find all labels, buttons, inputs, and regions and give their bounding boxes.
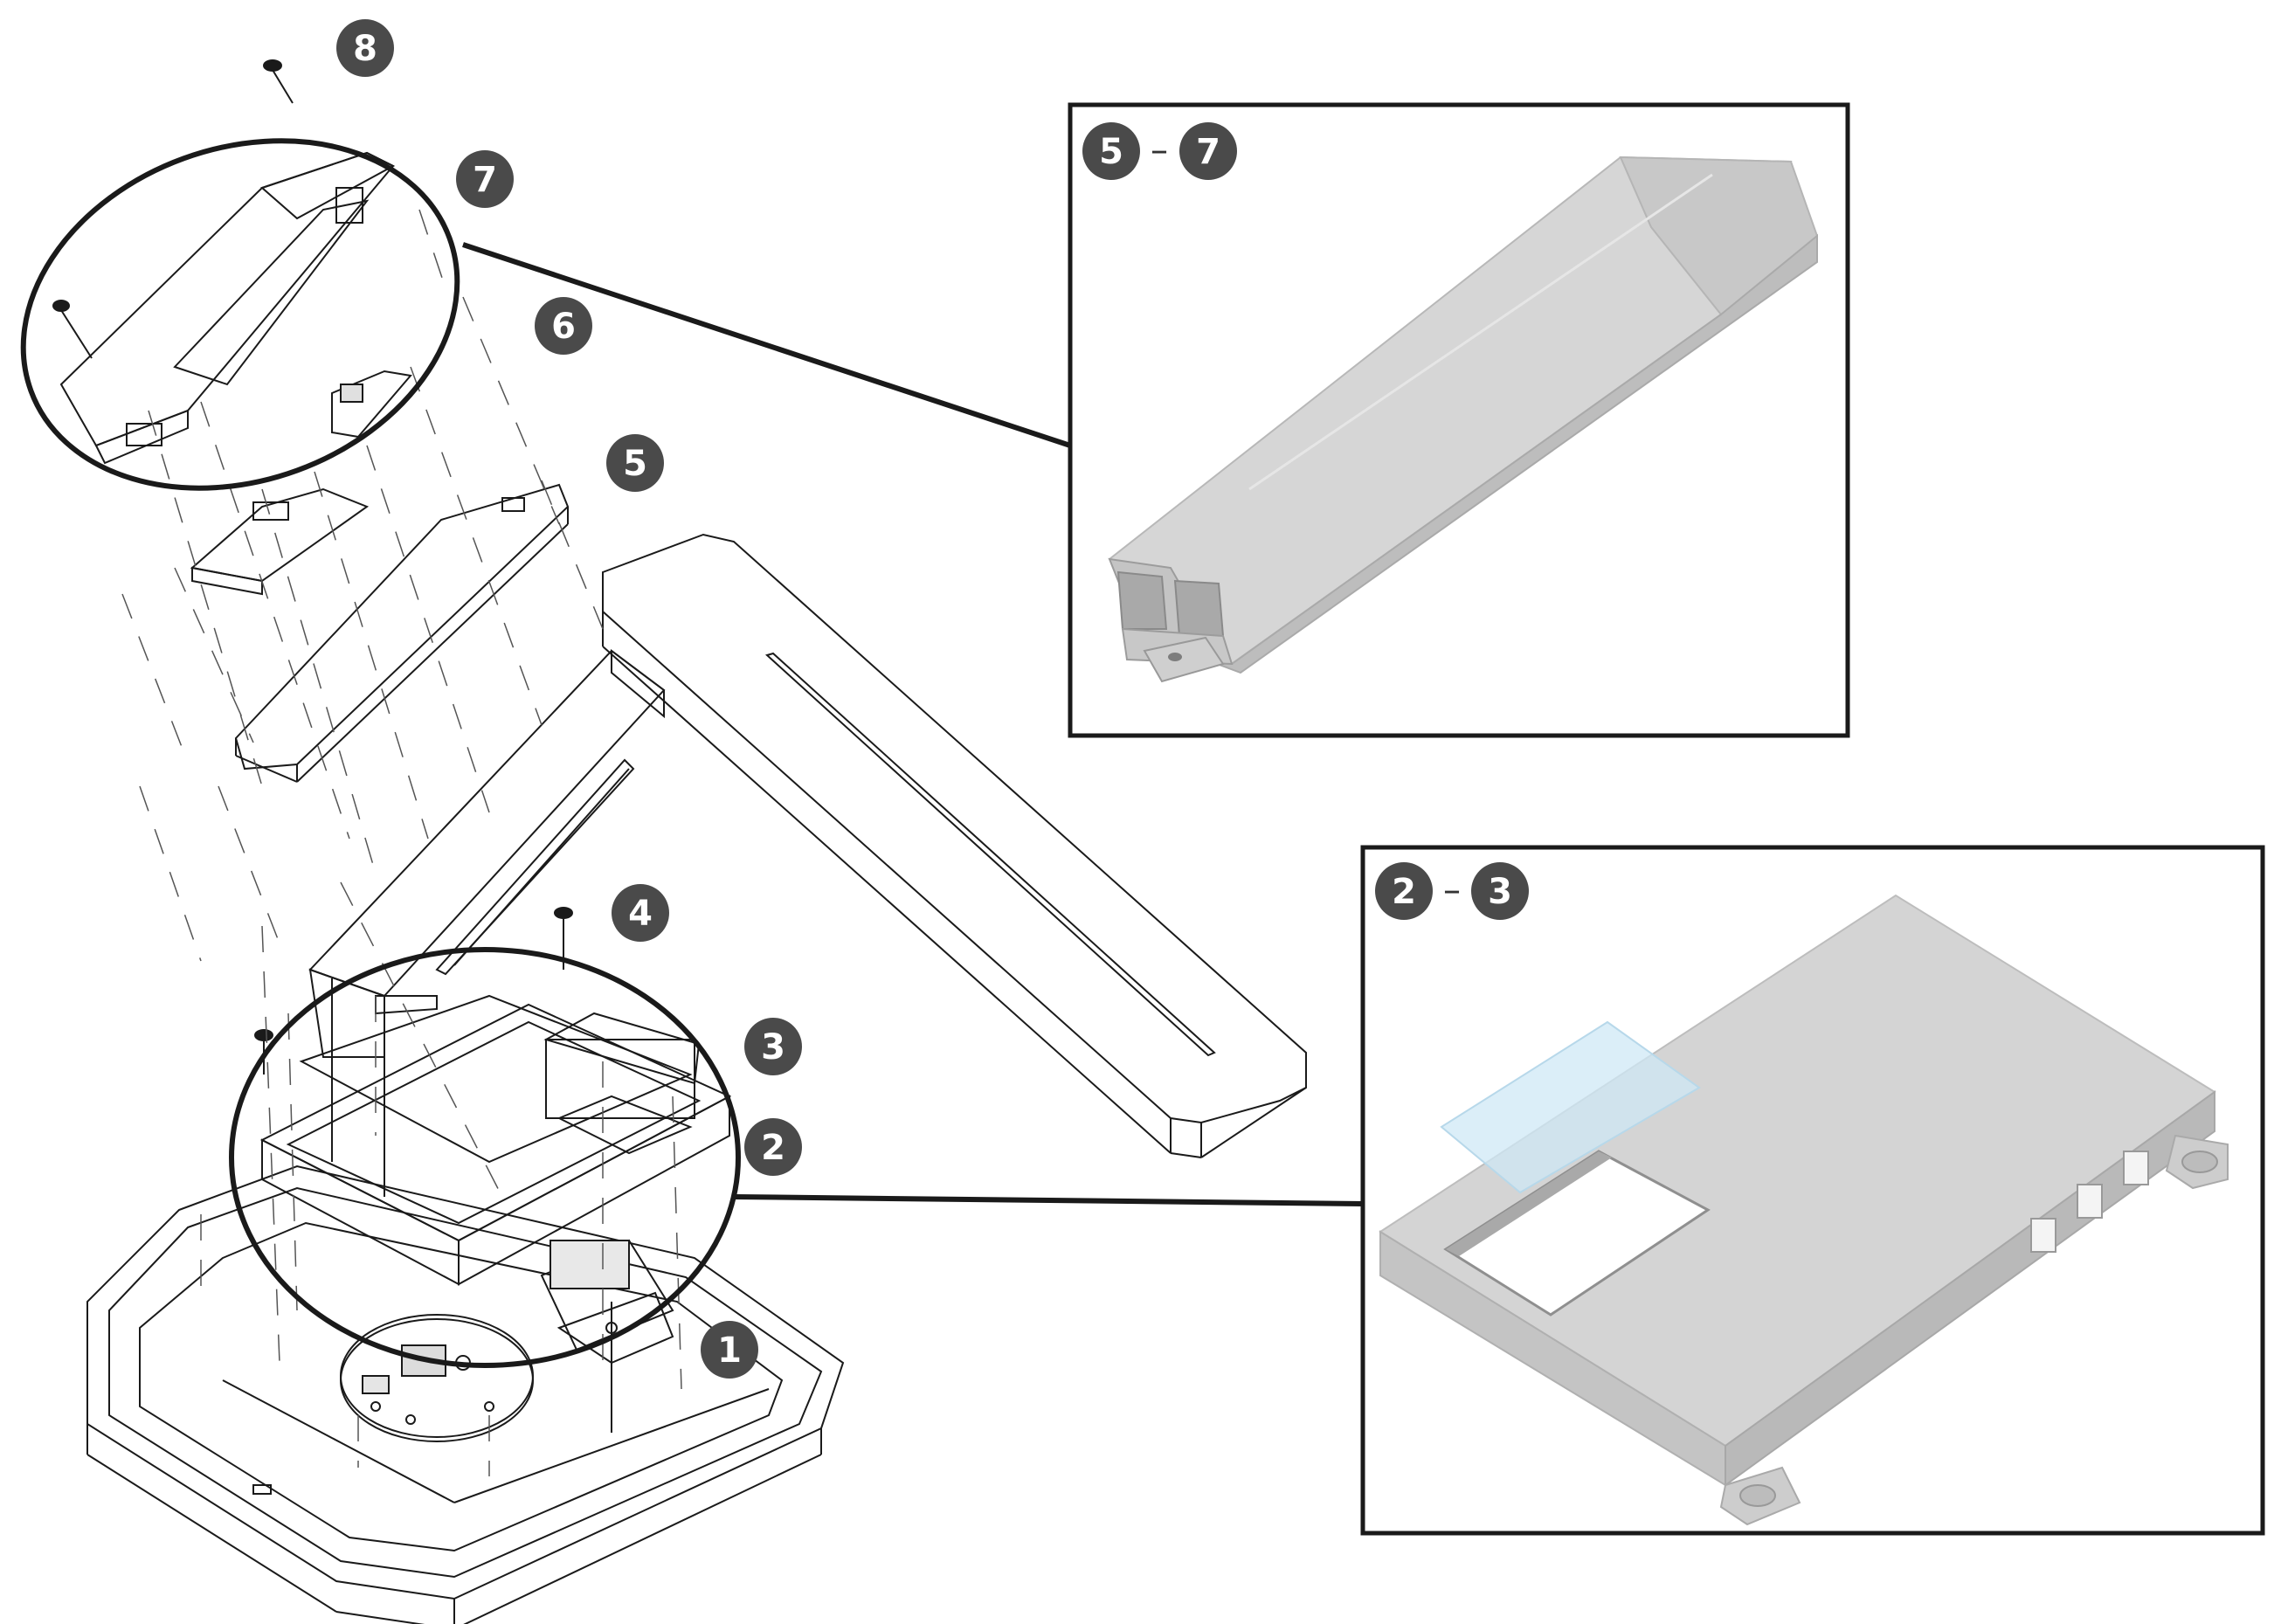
callout-5-badge — [606, 434, 664, 492]
small-pcb — [190, 370, 412, 596]
callout-5-label: 5 — [623, 444, 647, 484]
callout-6-label: 6 — [551, 307, 576, 347]
assembly-guide-lines — [121, 209, 682, 1476]
detail-bottom-to-label: 3 — [1488, 872, 1512, 912]
detail-bottom-from-badge — [1375, 862, 1433, 920]
exploded-view — [20, 59, 1364, 1624]
enclosure-render — [1379, 894, 2229, 1526]
lamp-arm — [308, 649, 666, 1197]
callout-4-label: 4 — [628, 894, 653, 934]
lamp-head — [602, 533, 1307, 1158]
callout-8-label: 8 — [353, 29, 377, 69]
callout-8-badge — [336, 19, 394, 77]
back-plate — [234, 483, 570, 783]
leader-line-bottom — [733, 1194, 1364, 1206]
base-tray — [86, 1164, 845, 1624]
round-circuit-board — [340, 1314, 534, 1442]
callout-3-label: 3 — [761, 1027, 785, 1068]
detail-panel-2-3: 2 – 3 — [1360, 845, 2265, 1536]
detail-panel-5-7: 5 – 7 — [1068, 102, 1850, 738]
detail-top-from-label: 5 — [1099, 132, 1123, 172]
detail-top-to-label: 7 — [1196, 132, 1220, 172]
square-circuit-board — [540, 1239, 674, 1365]
callout-7-label: 7 — [473, 160, 497, 200]
highlight-ellipse-top — [20, 138, 460, 491]
screw-8-icon — [263, 59, 294, 104]
highlight-ellipse-bottom — [229, 947, 741, 1368]
top-cap — [59, 151, 396, 465]
detail-bottom-to-badge — [1471, 862, 1529, 920]
callout-1-label: 1 — [717, 1330, 742, 1371]
cap-housing-render — [1108, 155, 1819, 683]
callout-2-badge — [744, 1118, 802, 1176]
detail-top-to-badge — [1179, 122, 1237, 180]
callout-1-badge — [701, 1321, 758, 1379]
callout-badges: 8 7 6 5 4 3 2 1 — [336, 19, 802, 1379]
detail-bottom-from-label: 2 — [1392, 872, 1416, 912]
callout-4-badge — [612, 884, 669, 942]
callout-2-label: 2 — [761, 1128, 785, 1168]
callout-6-badge — [535, 297, 592, 355]
screw-cap-icon — [52, 300, 93, 359]
callout-3-badge — [744, 1018, 802, 1075]
detail-bottom-separator: – — [1443, 870, 1461, 910]
detail-top-from-badge — [1082, 122, 1140, 180]
detail-top-separator: – — [1151, 130, 1168, 170]
callout-7-badge — [456, 150, 514, 208]
leader-line-top — [462, 242, 1071, 448]
